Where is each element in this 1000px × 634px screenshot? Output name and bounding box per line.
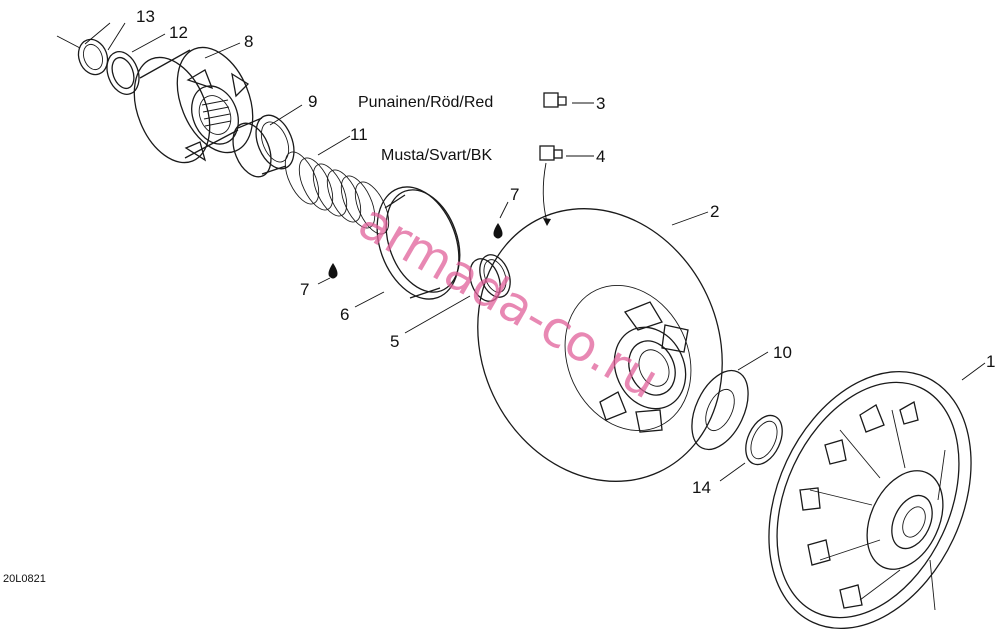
part-10-washer — [691, 369, 749, 451]
callout-5: 5 — [390, 332, 399, 351]
part-13-retaining-ring — [56, 35, 109, 76]
callout-7-right: 7 — [510, 185, 519, 204]
callout-6: 6 — [340, 305, 349, 324]
watermark: armada-co.ru — [349, 192, 668, 410]
callout-12: 12 — [169, 23, 188, 42]
callout-4: 4 — [596, 147, 605, 166]
callout-14: 14 — [692, 478, 711, 497]
connector-red — [543, 92, 567, 108]
callout-8: 8 — [244, 32, 253, 51]
callout-9: 9 — [308, 92, 317, 111]
part-12-ring — [106, 51, 140, 95]
callout-7-left: 7 — [300, 280, 309, 299]
part-2-movable-sheave — [477, 208, 723, 482]
part-6-ring — [376, 186, 461, 300]
part-1-fixed-sheave — [768, 370, 972, 630]
part-9-bushing — [232, 114, 295, 178]
connector-black — [539, 145, 563, 161]
callout-2: 2 — [710, 202, 719, 221]
oil-drop-icon — [328, 263, 338, 279]
part-8-cam — [133, 46, 254, 164]
callout-1: 1 — [986, 352, 995, 371]
callout-10: 10 — [773, 343, 792, 362]
oil-drop-icon — [493, 223, 503, 239]
note-black-connector: Musta/Svart/BK — [381, 147, 492, 164]
callout-13: 13 — [136, 7, 155, 26]
leader-lines — [84, 22, 986, 482]
part-11-spring — [284, 151, 390, 235]
figure-code: 20L0821 — [3, 573, 46, 585]
callout-3: 3 — [596, 94, 605, 113]
note-red-connector: Punainen/Röd/Red — [358, 94, 493, 111]
callout-11: 11 — [350, 125, 368, 144]
part-14-ring — [745, 414, 783, 466]
